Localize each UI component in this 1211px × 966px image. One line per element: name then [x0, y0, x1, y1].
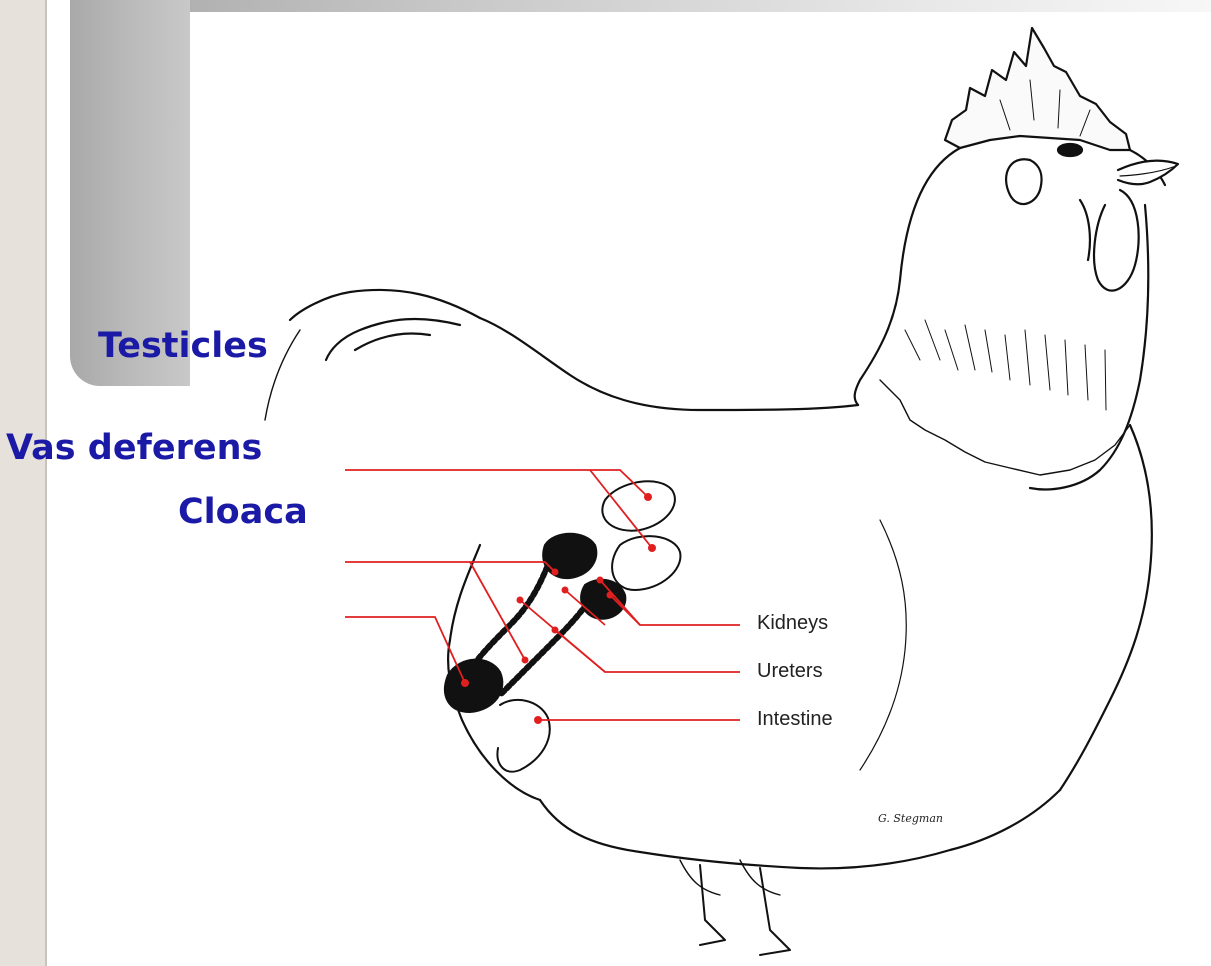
pointer-vas-2 [470, 562, 525, 660]
label-cloaca: Cloaca [178, 492, 308, 532]
label-testicles: Testicles [98, 326, 268, 366]
label-intestine: Intestine [757, 708, 833, 730]
artist-signature: G. Stegman [878, 812, 943, 825]
rooster-outline [265, 28, 1178, 955]
pointer-vas [345, 562, 555, 572]
label-kidneys: Kidneys [757, 612, 828, 634]
organ-drawing [445, 481, 680, 771]
pointer-testicles [345, 470, 648, 497]
pointer-ureters [555, 630, 740, 672]
label-ureters: Ureters [757, 660, 823, 682]
label-vas-deferens: Vas deferens [6, 428, 262, 468]
pointer-lines [345, 470, 740, 720]
pointer-cloaca [345, 617, 465, 683]
